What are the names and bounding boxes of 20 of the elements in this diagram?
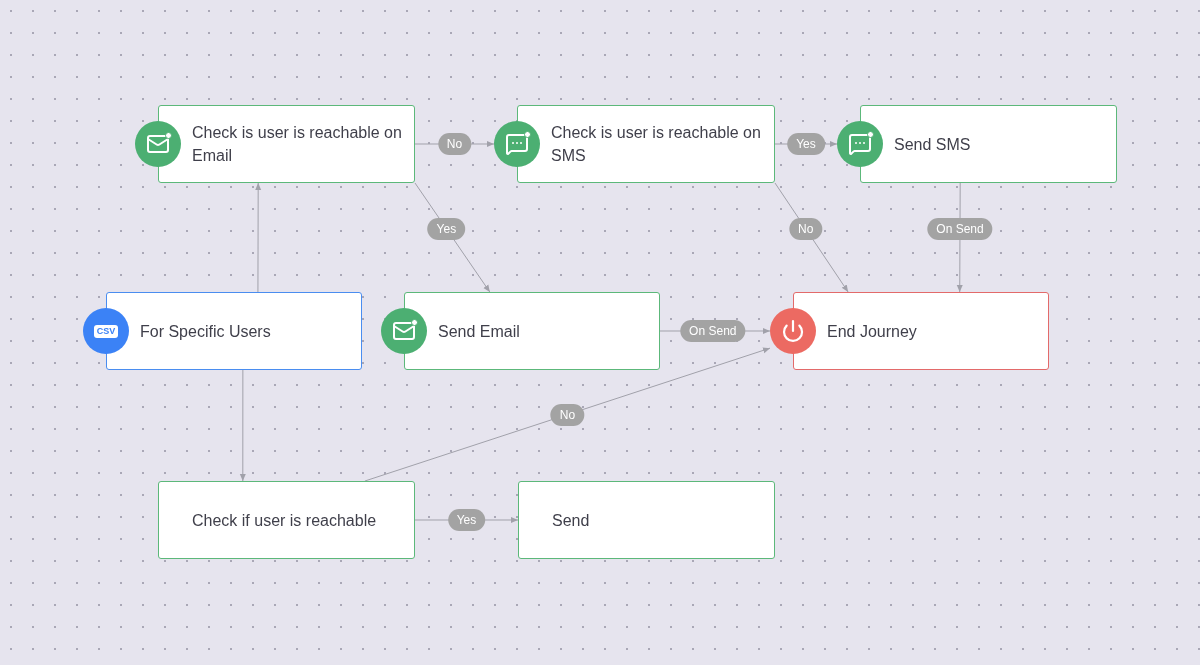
edge-label: Yes	[787, 133, 825, 155]
node-text: Check is user is reachable on SMS	[551, 123, 762, 166]
edge-label: Yes	[427, 217, 466, 240]
edge-label: Yes	[447, 509, 486, 531]
edge-label: No	[437, 133, 472, 155]
node-text: Check is user is reachable on Email	[192, 123, 402, 166]
node-text: Send	[552, 510, 591, 531]
node-text: Send SMS	[894, 134, 972, 155]
edge-label: On Send	[927, 217, 993, 240]
edge-label: No	[550, 403, 585, 426]
arrow	[364, 347, 771, 482]
node-text: End Journey	[827, 321, 918, 342]
node-text: For Specific Users	[140, 321, 272, 342]
edge-label: On Send	[680, 320, 746, 342]
arrow	[239, 369, 246, 482]
edge-label: No	[789, 217, 823, 240]
node-text: Check if user is reachable	[192, 510, 378, 531]
csv-file-icon: CSV	[83, 308, 129, 354]
node-text: Send Email	[438, 321, 521, 342]
arrow	[255, 182, 262, 293]
